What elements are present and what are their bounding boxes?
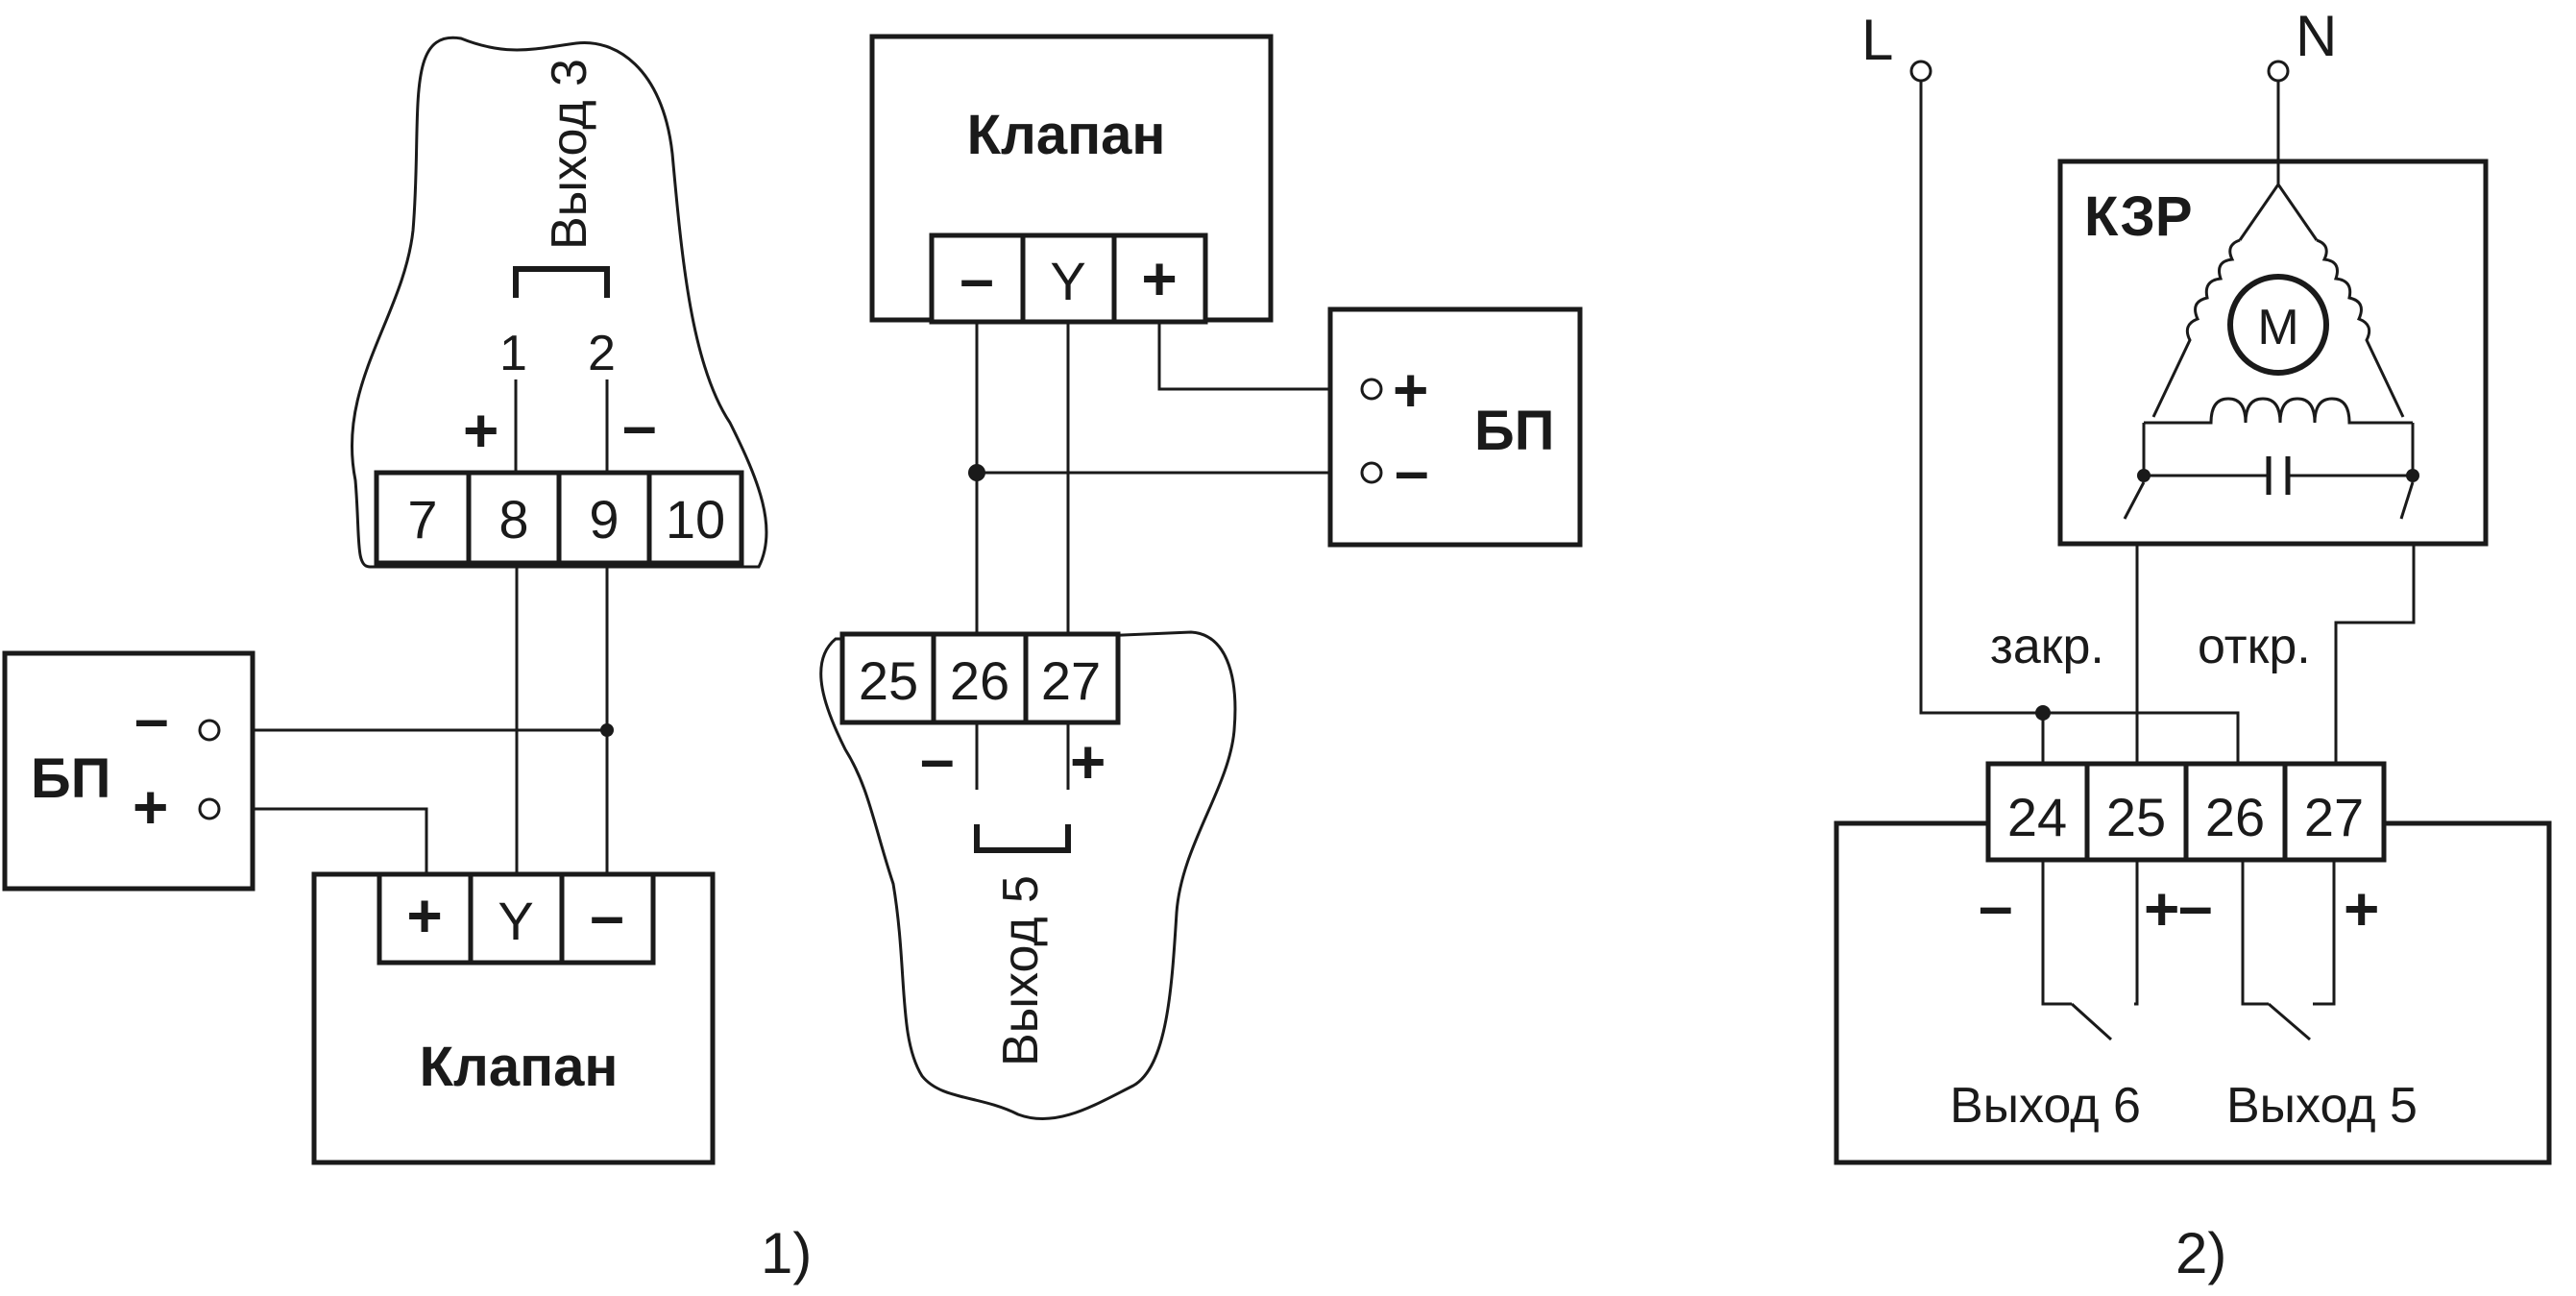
psu-frame xyxy=(1327,306,1583,548)
output5-bracket xyxy=(974,824,1071,853)
output5-minus-sign: – xyxy=(920,724,955,794)
device-cutout-outline xyxy=(350,36,768,569)
psu-minus-sign: – xyxy=(1395,436,1429,505)
diagram1-right: Клапан – Y + + – БП 25 xyxy=(819,34,1583,1120)
wire-open xyxy=(2334,544,2416,764)
terminal-24: 24 xyxy=(2007,787,2067,847)
output6-contact-left xyxy=(2041,860,2072,1006)
terminal-9: 9 xyxy=(589,489,619,550)
close-label: закр. xyxy=(1990,619,2104,674)
psu-label: БП xyxy=(31,747,110,810)
device-cutout-outline xyxy=(819,630,1237,1120)
actuator-label: КЗР xyxy=(2084,185,2193,248)
sign-26: – xyxy=(2178,871,2213,941)
wire-L xyxy=(1919,81,2240,764)
terminal-block-frame xyxy=(839,631,1121,725)
psu-box-left: БП – + xyxy=(2,650,255,892)
terminal-8: 8 xyxy=(498,489,528,550)
psu-plus-sign: + xyxy=(133,772,168,842)
L-terminal xyxy=(1909,60,1932,83)
valve-y: Y xyxy=(498,891,533,951)
terminal-26: 26 xyxy=(950,650,1009,711)
terminal-7: 7 xyxy=(407,489,437,550)
sign-27: + xyxy=(2344,874,2379,943)
valve-box-left: + Y – Клапан xyxy=(311,871,716,1165)
wire-valve-plus xyxy=(1157,322,1369,391)
pin1-sign: + xyxy=(463,396,498,465)
output5-contact-right xyxy=(2313,860,2336,1006)
diagram2: L N КЗР М xyxy=(1834,4,2552,1285)
valve-terminal-block xyxy=(377,871,656,966)
limit-switch-close xyxy=(2123,481,2146,520)
terminal-block-7-10: 7 8 9 10 xyxy=(374,470,744,566)
output5-label: Выход 5 xyxy=(993,875,1049,1066)
pin1-label: 1 xyxy=(499,326,527,381)
limit-switch-open xyxy=(2399,481,2415,520)
psu-plus-terminal xyxy=(198,797,221,820)
caption-1: 1) xyxy=(761,1221,812,1285)
valve-minus: – xyxy=(960,244,994,313)
open-label: откр. xyxy=(2198,619,2311,674)
winding-bottom xyxy=(2144,397,2413,425)
psu-minus-terminal xyxy=(198,719,221,742)
terminal-25: 25 xyxy=(2106,787,2166,847)
psu-minus-terminal xyxy=(1360,461,1383,484)
psu-frame xyxy=(2,650,255,892)
motor-label: М xyxy=(2257,300,2298,355)
terminal-26: 26 xyxy=(2205,787,2265,847)
terminal-10: 10 xyxy=(666,489,725,550)
winding-left xyxy=(2151,238,2241,418)
output5-plus-sign: + xyxy=(1070,727,1106,796)
psu-label: БП xyxy=(1474,400,1554,462)
pin2-sign: – xyxy=(622,391,657,460)
valve-y: Y xyxy=(1050,251,1085,311)
valve-label: Клапан xyxy=(967,104,1166,166)
output6-contact-right xyxy=(2134,860,2139,1006)
diagram1-left: Выход 3 1 2 + – 7 8 9 10 БП – + xyxy=(2,36,768,1165)
valve-minus: – xyxy=(590,881,624,950)
line-N-label: N xyxy=(2296,4,2337,68)
terminal-block-25-27: 25 26 27 xyxy=(839,631,1121,725)
psu-minus-sign: – xyxy=(134,684,169,753)
output6-contact-blade xyxy=(2070,1002,2113,1041)
pin2-label: 2 xyxy=(588,326,616,381)
psu-plus-terminal xyxy=(1360,378,1383,401)
actuator-box: КЗР М xyxy=(2057,159,2489,547)
valve-box-right: Клапан – Y + xyxy=(869,34,1274,325)
terminal-27: 27 xyxy=(2304,787,2364,847)
caption-2: 2) xyxy=(2175,1221,2226,1285)
psu-plus-sign: + xyxy=(1393,355,1428,425)
N-terminal xyxy=(2267,60,2290,83)
junction-dot xyxy=(968,464,985,481)
line-L-label: L xyxy=(1861,8,1893,72)
terminal-27: 27 xyxy=(1041,650,1101,711)
valve-plus: + xyxy=(406,881,442,950)
winding-right xyxy=(2316,238,2405,418)
output5-contact-blade xyxy=(2268,1002,2311,1041)
sign-24: – xyxy=(1979,871,2013,941)
wire-psu-plus xyxy=(209,807,428,874)
output5-label: Выход 5 xyxy=(2226,1078,2418,1134)
psu-box-right: + – БП xyxy=(1327,306,1583,548)
output5-contact-left xyxy=(2241,860,2269,1006)
valve-label: Клапан xyxy=(420,1036,619,1098)
junction-dot xyxy=(600,723,614,737)
valve-plus: + xyxy=(1141,244,1177,313)
controller-box: 24 25 26 27 – + – + Выход 6 Выход 5 xyxy=(1834,761,2552,1165)
output6-label: Выход 6 xyxy=(1950,1078,2141,1134)
motor-circle xyxy=(2227,274,2329,376)
output3-label: Выход 3 xyxy=(542,59,597,250)
sign-25: + xyxy=(2144,874,2179,943)
terminal-25: 25 xyxy=(859,650,918,711)
output3-bracket xyxy=(513,266,610,298)
